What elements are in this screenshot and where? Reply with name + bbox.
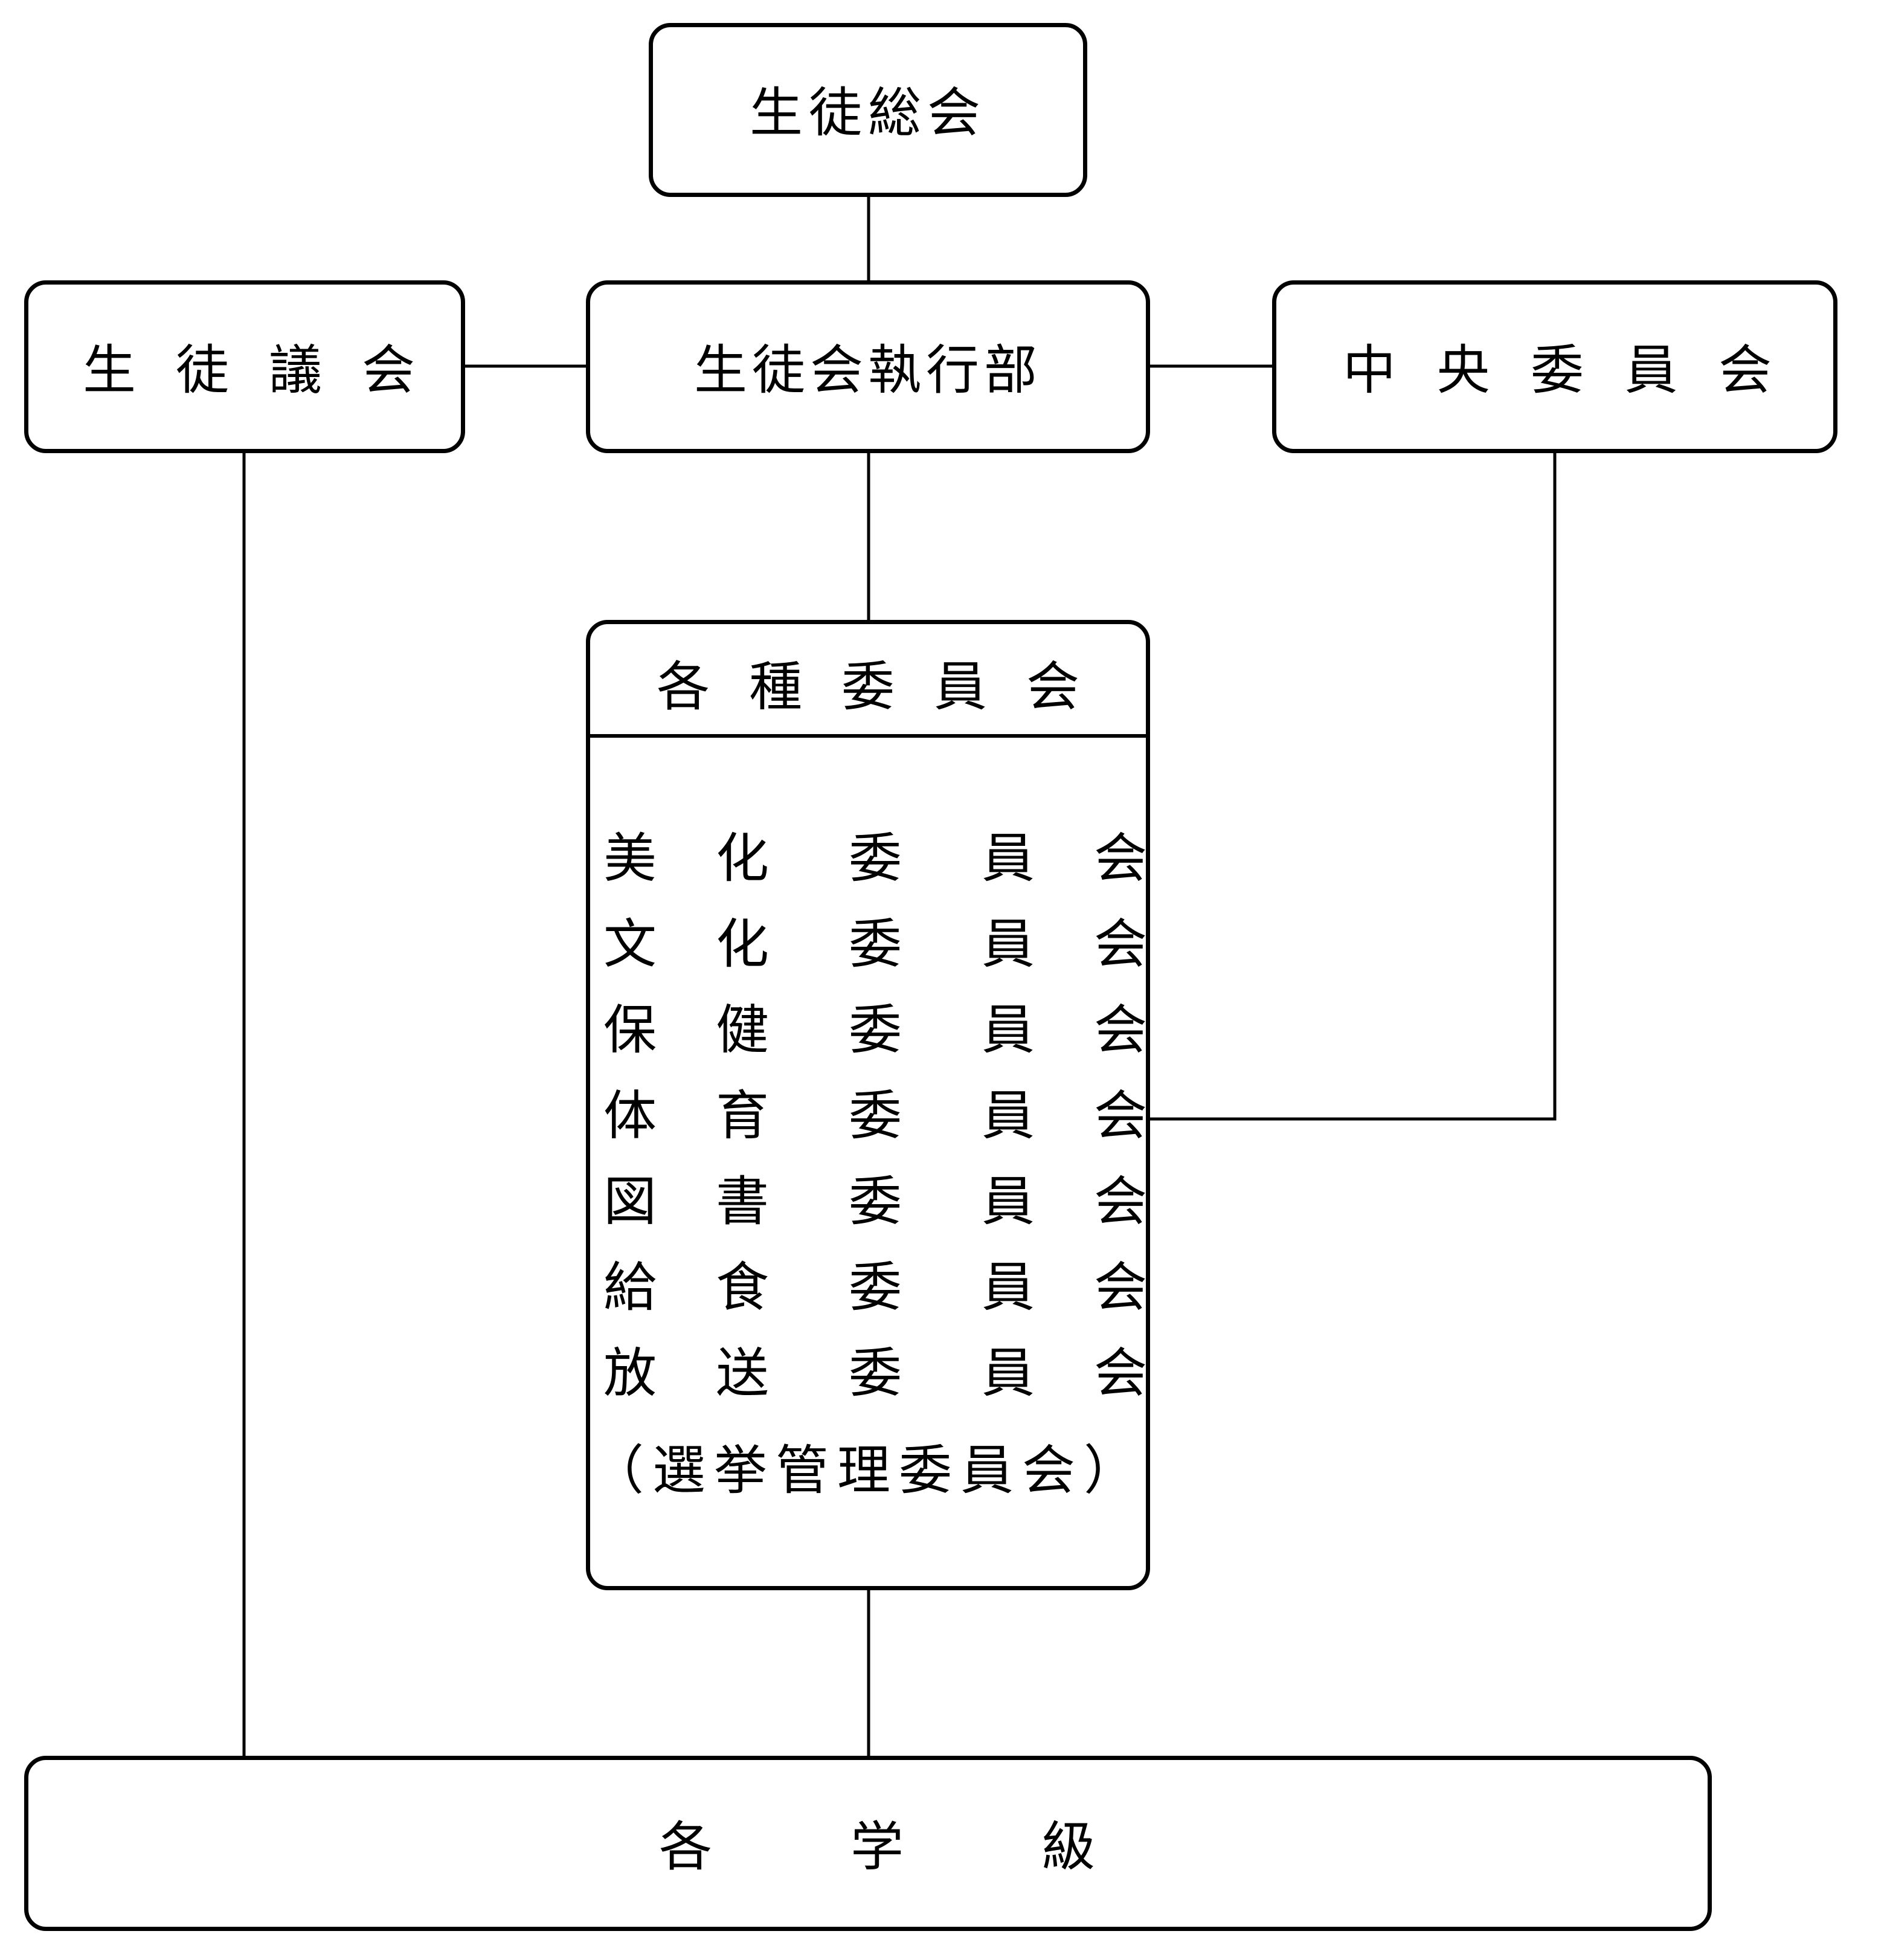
committee-char: 委	[848, 1170, 902, 1233]
committees-header-char: 員	[933, 656, 987, 718]
committee-char: 給	[603, 1256, 657, 1318]
all-classes-box: 各 学 級	[24, 1756, 1712, 1931]
committee-char: 委	[848, 1256, 902, 1318]
committees-divider	[590, 734, 1146, 738]
committee-char: 員	[981, 1170, 1035, 1233]
committee-char: 放	[603, 1341, 657, 1404]
committee-char: 委	[848, 1341, 902, 1404]
committee-char: 員	[981, 1256, 1035, 1318]
student-council-char: 会	[361, 339, 415, 401]
election-committee-note: （選挙管理委員会）	[590, 1439, 1145, 1501]
committees-header-char: 種	[748, 656, 802, 718]
committee-row-bunka: 文 化 委 員 会	[603, 897, 1147, 982]
committees-header-char: 委	[841, 656, 895, 718]
committee-char: 会	[1093, 998, 1147, 1061]
central-committee-box: 中 央 委 員 会	[1272, 280, 1837, 453]
committee-char: 委	[848, 1084, 902, 1147]
committees-box: 各 種 委 員 会 美 化 委 員 会 文 化 委 員 会 保 健 委 員 会 …	[586, 620, 1150, 1590]
committee-char: 員	[981, 998, 1035, 1061]
committee-char: 会	[1093, 1084, 1147, 1147]
committee-char: 委	[848, 827, 902, 889]
committee-char: 委	[848, 998, 902, 1061]
committee-char: 体	[603, 1084, 657, 1147]
central-committee-char: 委	[1530, 339, 1584, 401]
student-council-char: 生	[83, 339, 137, 401]
committee-char: 健	[715, 998, 769, 1061]
all-classes-char: 級	[1041, 1816, 1095, 1878]
committee-row-hoso: 放 送 委 員 会	[603, 1326, 1147, 1411]
central-committee-char: 員	[1624, 339, 1678, 401]
committees-header: 各 種 委 員 会	[657, 660, 1079, 714]
committee-char: 委	[848, 912, 902, 975]
committee-row-taiiku: 体 育 委 員 会	[603, 1069, 1147, 1153]
committee-char: 会	[1093, 827, 1147, 889]
all-classes-char: 学	[850, 1816, 904, 1878]
committee-char: 化	[715, 827, 769, 889]
committee-char: 会	[1093, 912, 1147, 975]
committee-char: 文	[603, 912, 657, 975]
all-classes-char: 各	[659, 1816, 713, 1878]
committees-header-char: 各	[657, 656, 710, 718]
central-committee-char: 会	[1718, 339, 1772, 401]
committee-char: 育	[715, 1084, 769, 1147]
committee-char: 会	[1093, 1341, 1147, 1404]
committee-char: 員	[981, 1341, 1035, 1404]
committee-char: 保	[603, 998, 657, 1061]
committee-char: 員	[981, 1084, 1035, 1147]
committee-row-bika: 美 化 委 員 会	[603, 811, 1147, 896]
committee-char: 食	[715, 1256, 769, 1318]
committee-char: 会	[1093, 1256, 1147, 1318]
student-general-assembly-label: 生徒総会	[749, 82, 986, 144]
student-council-char: 徒	[175, 339, 229, 401]
committee-char: 員	[981, 912, 1035, 975]
executive-box: 生徒会執行部	[586, 280, 1150, 453]
student-general-assembly-box: 生徒総会	[649, 23, 1087, 197]
student-council-box: 生 徒 議 会	[24, 280, 465, 453]
all-classes-label: 各 学 級	[659, 1820, 1095, 1874]
committee-row-kyushoku: 給 食 委 員 会	[603, 1240, 1147, 1325]
committee-char: 化	[715, 912, 769, 975]
committee-char: 員	[981, 827, 1035, 889]
committee-char: 図	[603, 1170, 657, 1233]
committees-header-char: 会	[1026, 656, 1079, 718]
central-committee-char: 中	[1343, 339, 1397, 401]
student-council-char: 議	[268, 339, 322, 401]
student-council-label: 生 徒 議 会	[83, 344, 415, 397]
central-committee-label: 中 央 委 員 会	[1343, 344, 1772, 397]
committee-row-tosho: 図 書 委 員 会	[603, 1155, 1147, 1239]
executive-label: 生徒会執行部	[693, 339, 1042, 401]
committee-char: 書	[715, 1170, 769, 1233]
committee-char: 美	[603, 827, 657, 889]
committee-row-hoken: 保 健 委 員 会	[603, 983, 1147, 1068]
central-committee-char: 央	[1436, 339, 1490, 401]
committee-char: 会	[1093, 1170, 1147, 1233]
committee-char: 送	[715, 1341, 769, 1404]
